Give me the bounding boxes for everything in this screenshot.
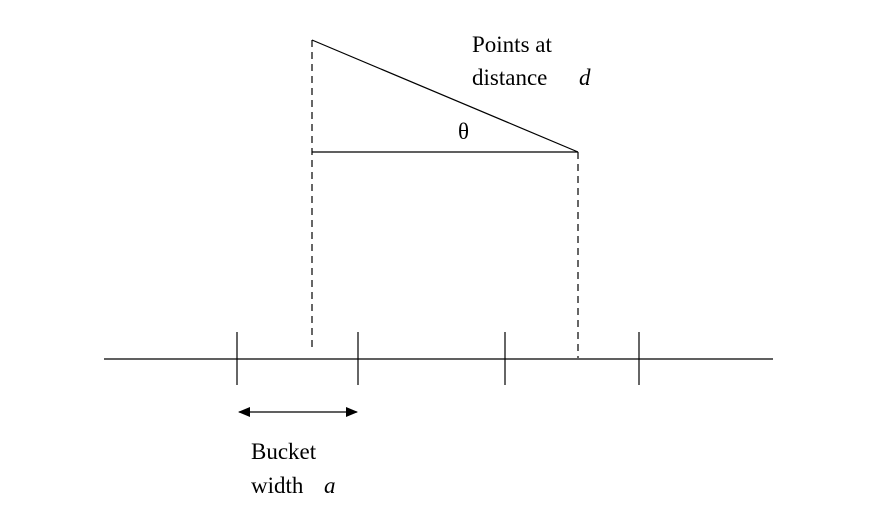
points-label-line1: Points at — [472, 32, 552, 57]
points-label-line2: distance — [472, 65, 547, 90]
width-variable: a — [324, 473, 336, 498]
bucket-label-line2: width — [251, 473, 304, 498]
distance-variable: d — [579, 65, 591, 90]
bucket-label-line1: Bucket — [251, 439, 317, 464]
angle-label: θ — [458, 119, 469, 144]
distance-segment — [311, 39, 579, 153]
